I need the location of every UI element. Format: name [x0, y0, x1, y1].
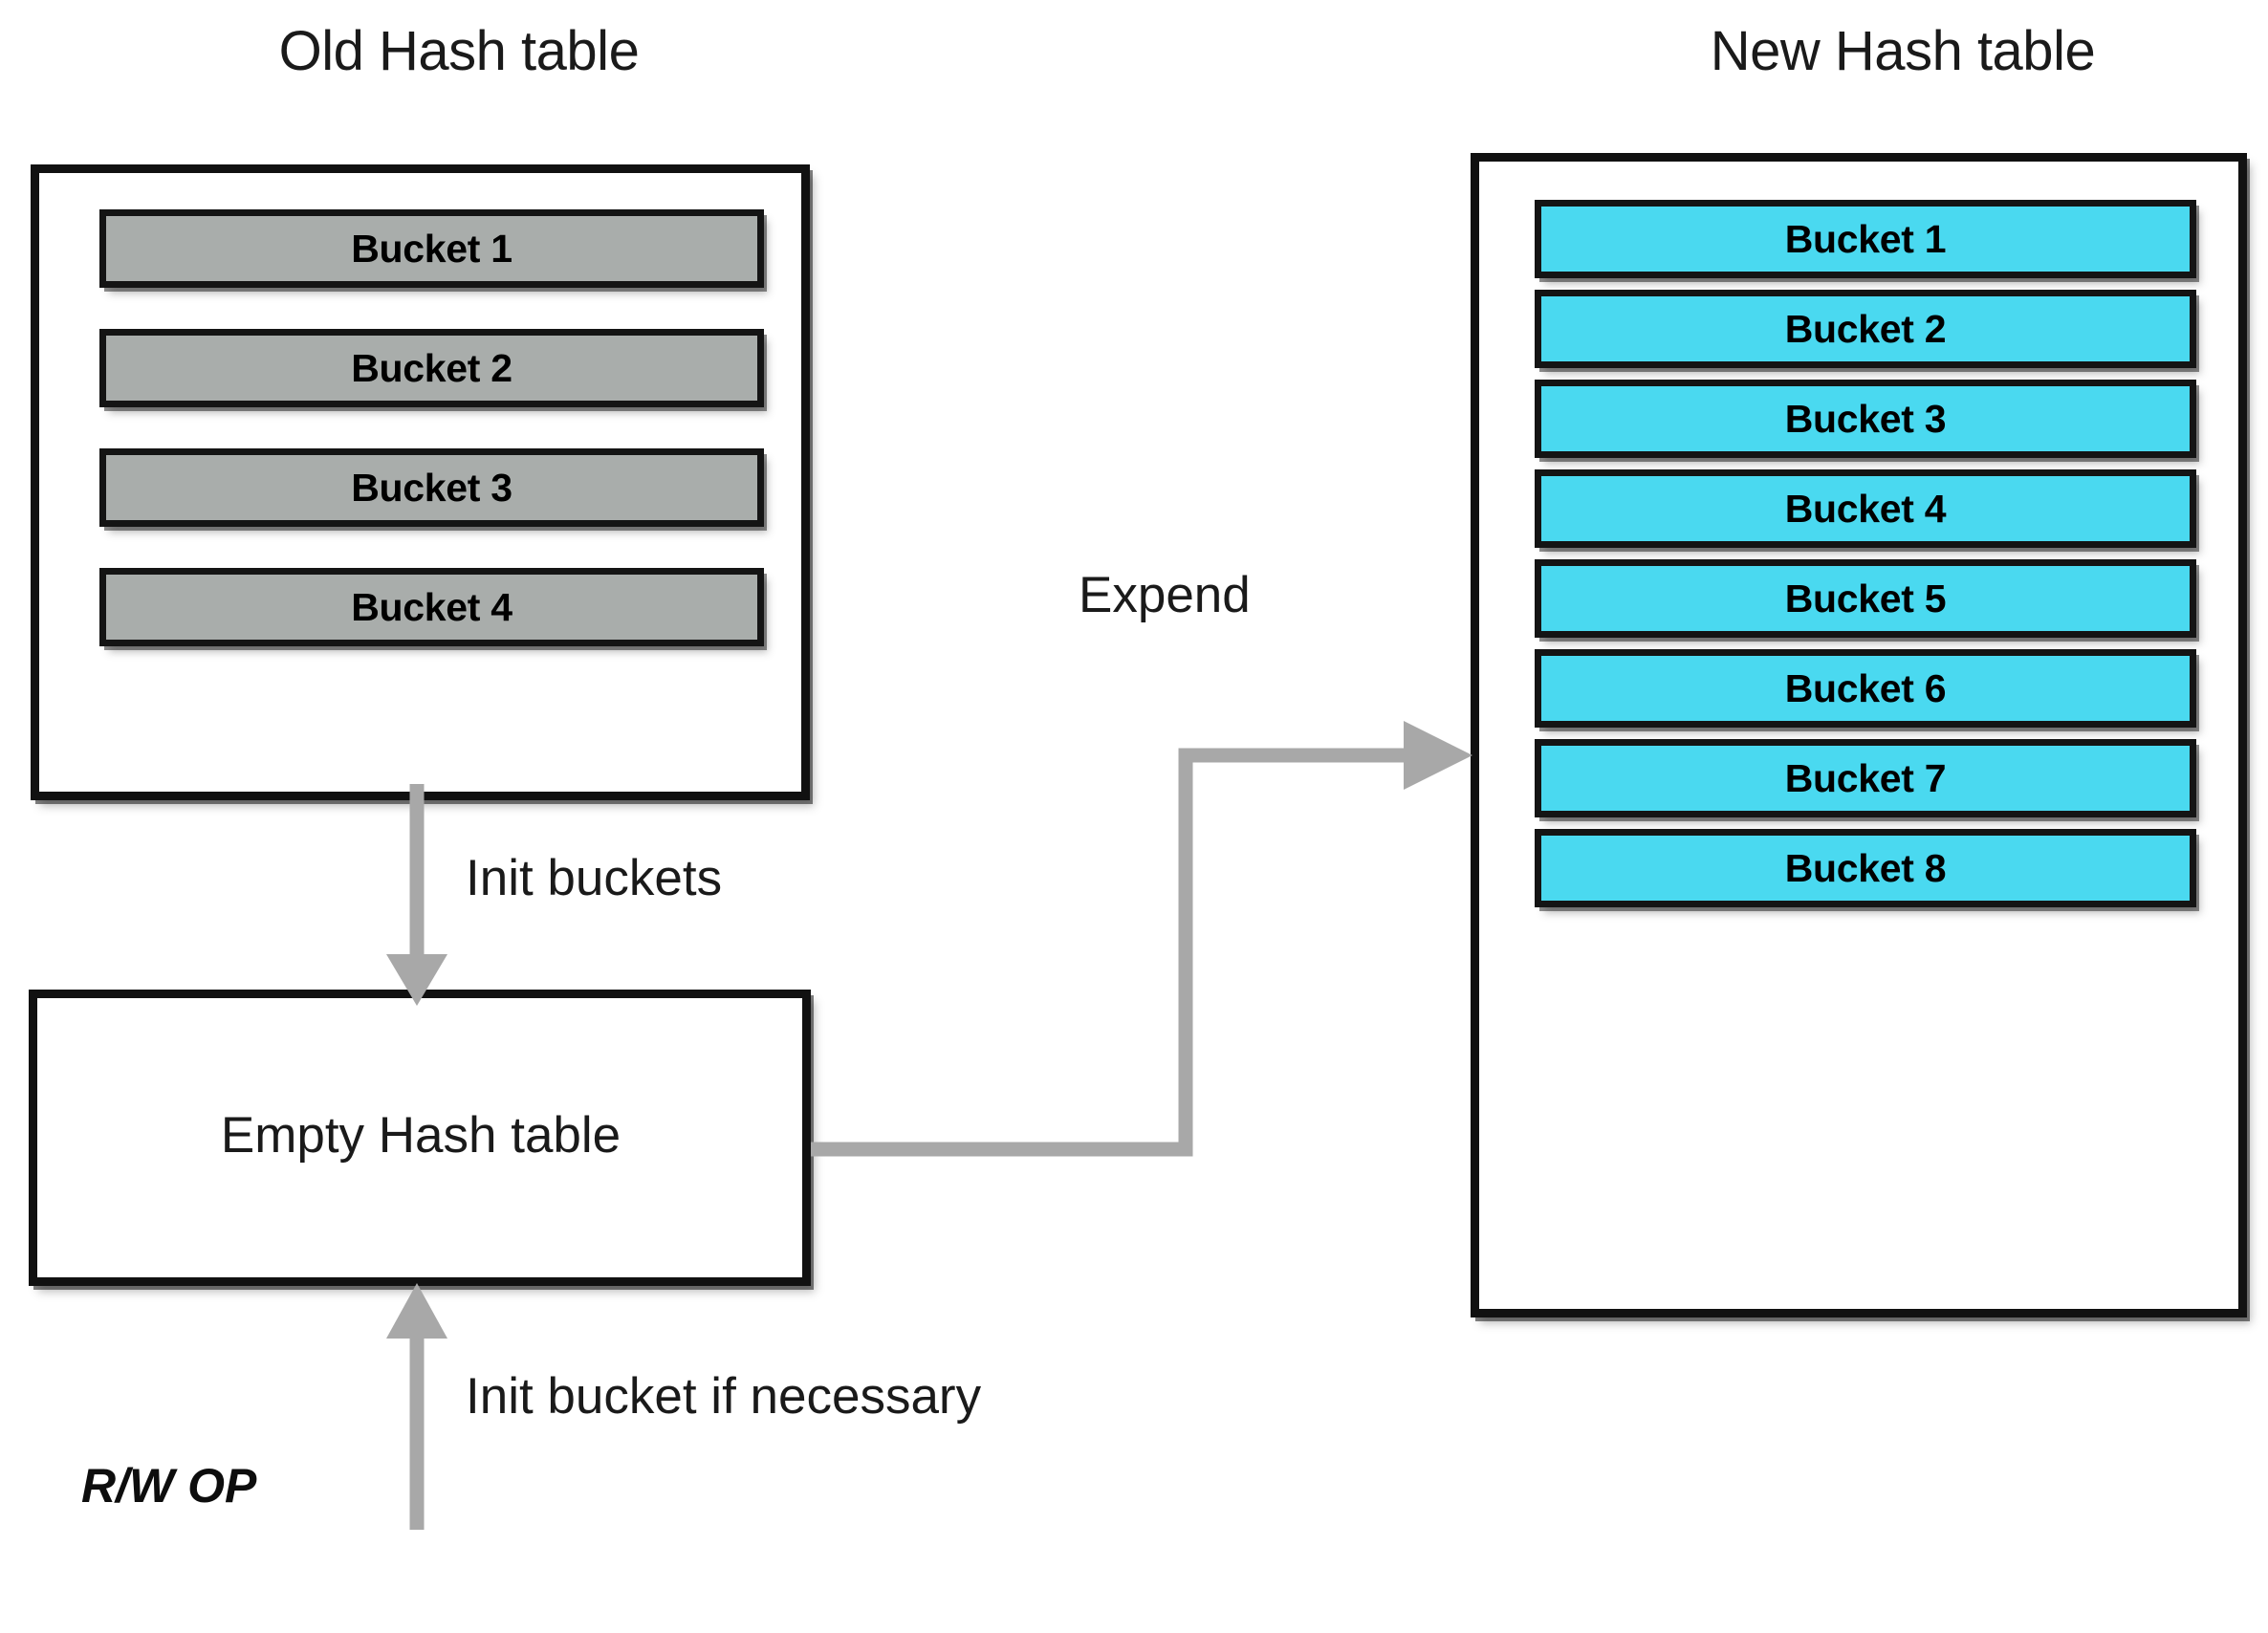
- new-bucket-1[interactable]: Bucket 1: [1535, 200, 2196, 278]
- old-hash-table-title: Old Hash table: [278, 20, 640, 82]
- new-bucket-7[interactable]: Bucket 7: [1535, 739, 2196, 817]
- new-bucket-4[interactable]: Bucket 4: [1535, 469, 2196, 548]
- new-bucket-6[interactable]: Bucket 6: [1535, 649, 2196, 728]
- new-hash-table-title: New Hash table: [1710, 20, 2096, 82]
- new-bucket-3[interactable]: Bucket 3: [1535, 380, 2196, 458]
- old-bucket-3[interactable]: Bucket 3: [99, 448, 764, 527]
- init-buckets-arrow-icon: [386, 784, 447, 1006]
- old-bucket-2[interactable]: Bucket 2: [99, 329, 764, 407]
- rw-op-label: R/W OP: [81, 1459, 257, 1513]
- init-bucket-if-necessary-label: Init bucket if necessary: [466, 1368, 982, 1425]
- old-hash-table-container: Bucket 1 Bucket 2 Bucket 3 Bucket 4: [31, 164, 810, 800]
- init-buckets-label: Init buckets: [466, 850, 723, 906]
- old-bucket-4[interactable]: Bucket 4: [99, 568, 764, 646]
- new-bucket-2[interactable]: Bucket 2: [1535, 290, 2196, 368]
- init-bucket-if-necessary-arrow-icon: [386, 1283, 447, 1530]
- new-hash-table-container: Bucket 1 Bucket 2 Bucket 3 Bucket 4 Buck…: [1471, 153, 2247, 1317]
- new-bucket-5[interactable]: Bucket 5: [1535, 559, 2196, 638]
- old-bucket-1[interactable]: Bucket 1: [99, 209, 764, 288]
- expend-label: Expend: [1079, 567, 1251, 623]
- new-bucket-8[interactable]: Bucket 8: [1535, 829, 2196, 907]
- expend-arrow-icon: [811, 721, 1472, 1157]
- empty-hash-table-label: Empty Hash table: [220, 1107, 622, 1164]
